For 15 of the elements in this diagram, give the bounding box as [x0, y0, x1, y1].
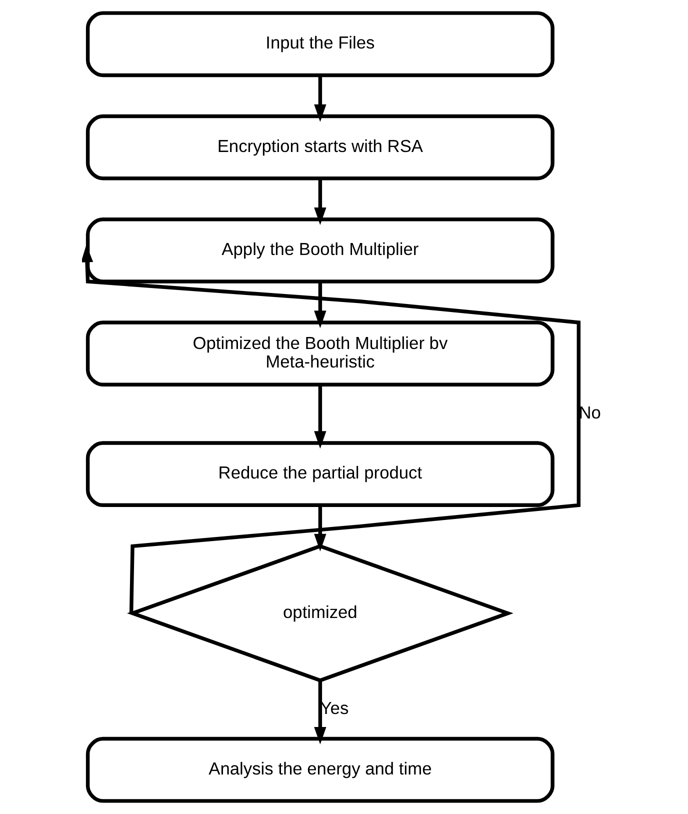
node-diamond: optimized — [127, 544, 514, 682]
node-box: Reduce the partial product — [86, 441, 554, 508]
arrow — [314, 282, 326, 328]
node-box: Optimized the Booth Multiplier bv Meta-heuristic — [86, 320, 554, 386]
arrow — [314, 76, 326, 122]
edge-label: Yes — [320, 698, 349, 718]
node-box: Encryption starts with RSA — [86, 114, 554, 180]
arrow — [82, 244, 581, 614]
arrow — [314, 385, 326, 449]
node-box: Analysis the energy and time — [86, 736, 554, 803]
node-box: Input the Files — [86, 11, 554, 78]
arrow — [314, 505, 326, 552]
node-box: Apply the Booth Multiplier — [86, 217, 554, 284]
arrow — [314, 680, 326, 744]
arrow — [314, 178, 326, 225]
